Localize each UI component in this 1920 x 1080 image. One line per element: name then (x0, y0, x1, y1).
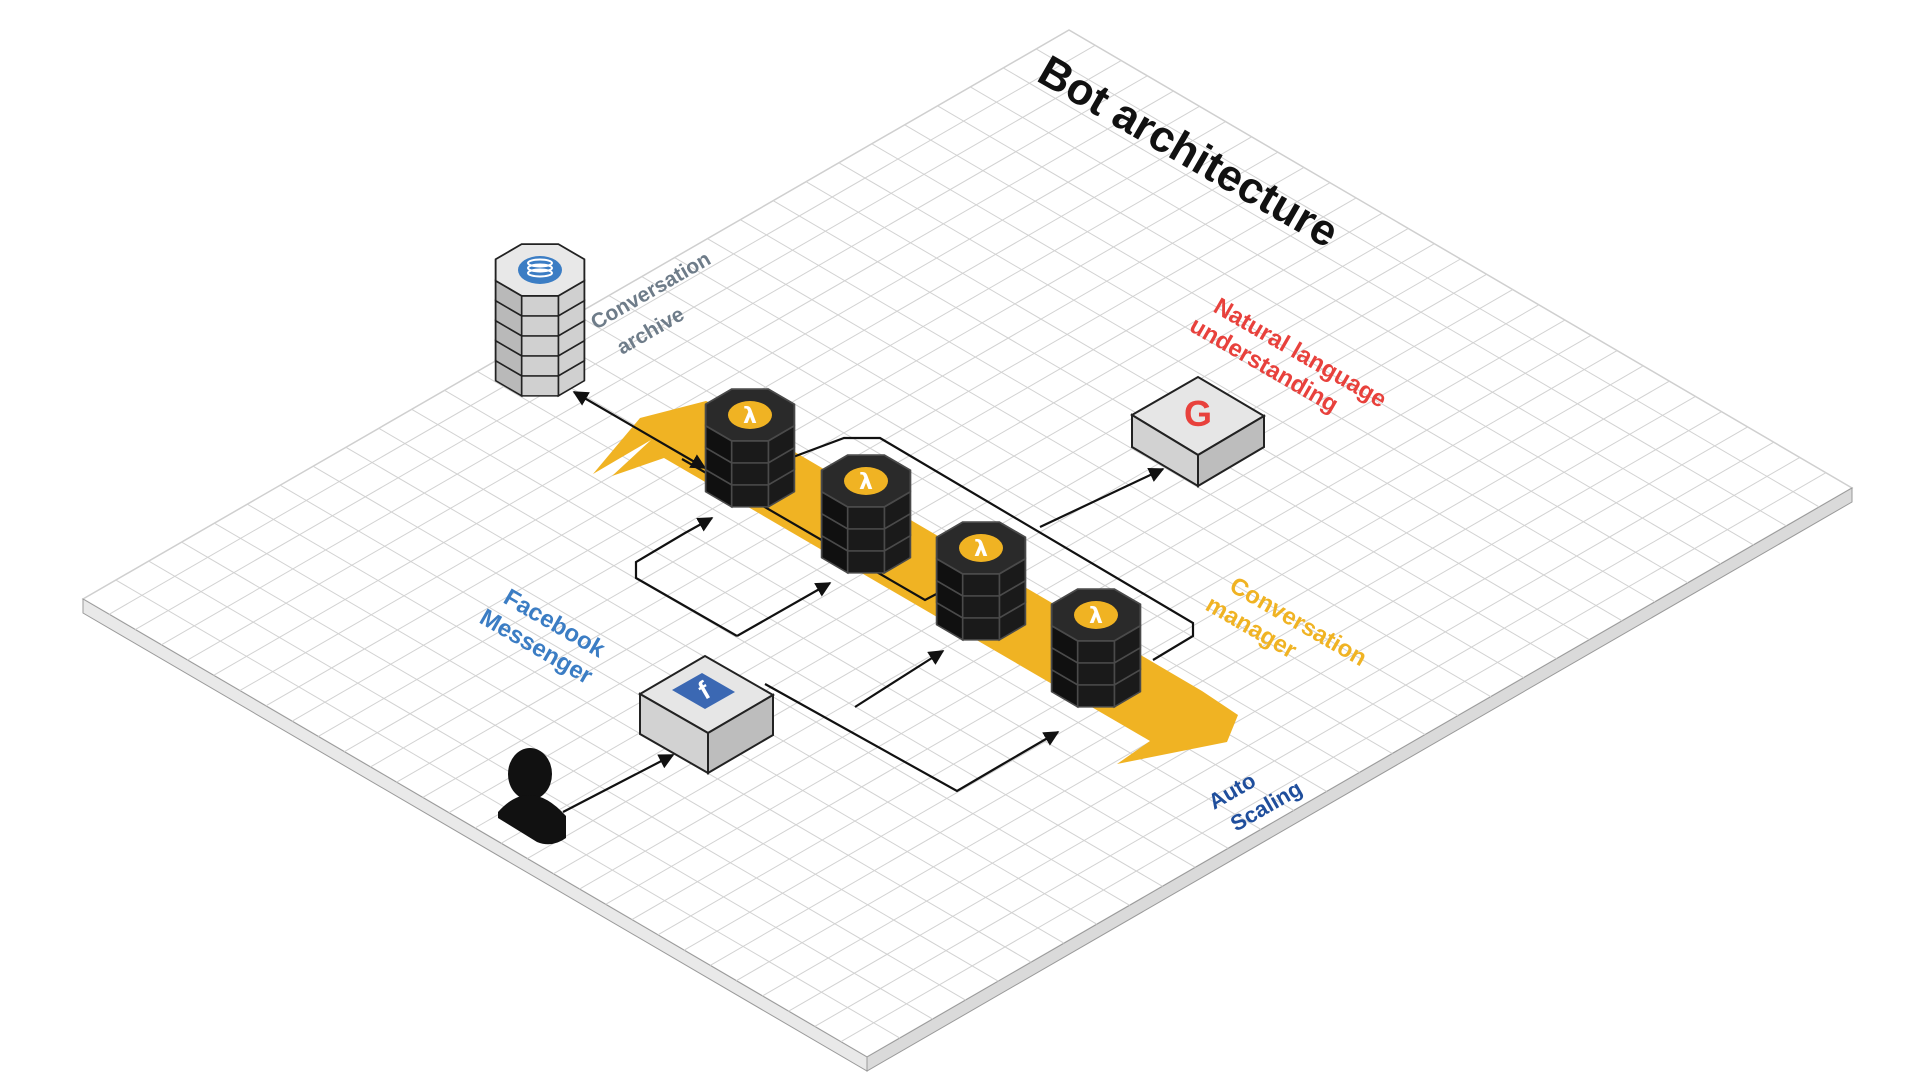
google-icon: G (1184, 393, 1212, 434)
svg-text:λ: λ (743, 404, 757, 429)
connector-bus-top (784, 436, 1195, 661)
lambda-icon: λ (1074, 601, 1118, 629)
lambda-function-2[interactable]: λ (820, 454, 912, 575)
connector-archive-to-lambda (572, 391, 707, 469)
conversation-manager-lambdas: λ λ λ λ (704, 388, 1142, 709)
connector-router-to-lambda-2 (736, 582, 832, 637)
natural-language-understanding-node[interactable]: G (1130, 375, 1266, 488)
connector-user-to-messenger (562, 754, 675, 813)
connector-lambda-bus-to-nlu (1039, 467, 1165, 528)
lambda-icon: λ (728, 401, 772, 429)
svg-text:λ: λ (859, 470, 873, 495)
lambda-function-3[interactable]: λ (935, 521, 1027, 642)
lambda-icon: λ (844, 467, 888, 495)
user-person-icon (498, 748, 566, 845)
lambda-function-1[interactable]: λ (704, 388, 796, 509)
facebook-messenger-node[interactable]: f (638, 654, 775, 775)
conversation-archive-database[interactable] (494, 243, 586, 398)
connector-router-to-lambda-4 (764, 683, 1060, 793)
facebook-icon: f (672, 673, 735, 709)
connector-router-to-lambda-3 (854, 650, 945, 708)
database-icon (518, 256, 562, 284)
lambda-icon: λ (959, 534, 1003, 562)
lambda-function-4[interactable]: λ (1050, 588, 1142, 709)
svg-text:λ: λ (974, 537, 988, 562)
connector-router-to-lambda-1 (634, 517, 738, 637)
svg-text:λ: λ (1089, 604, 1103, 629)
